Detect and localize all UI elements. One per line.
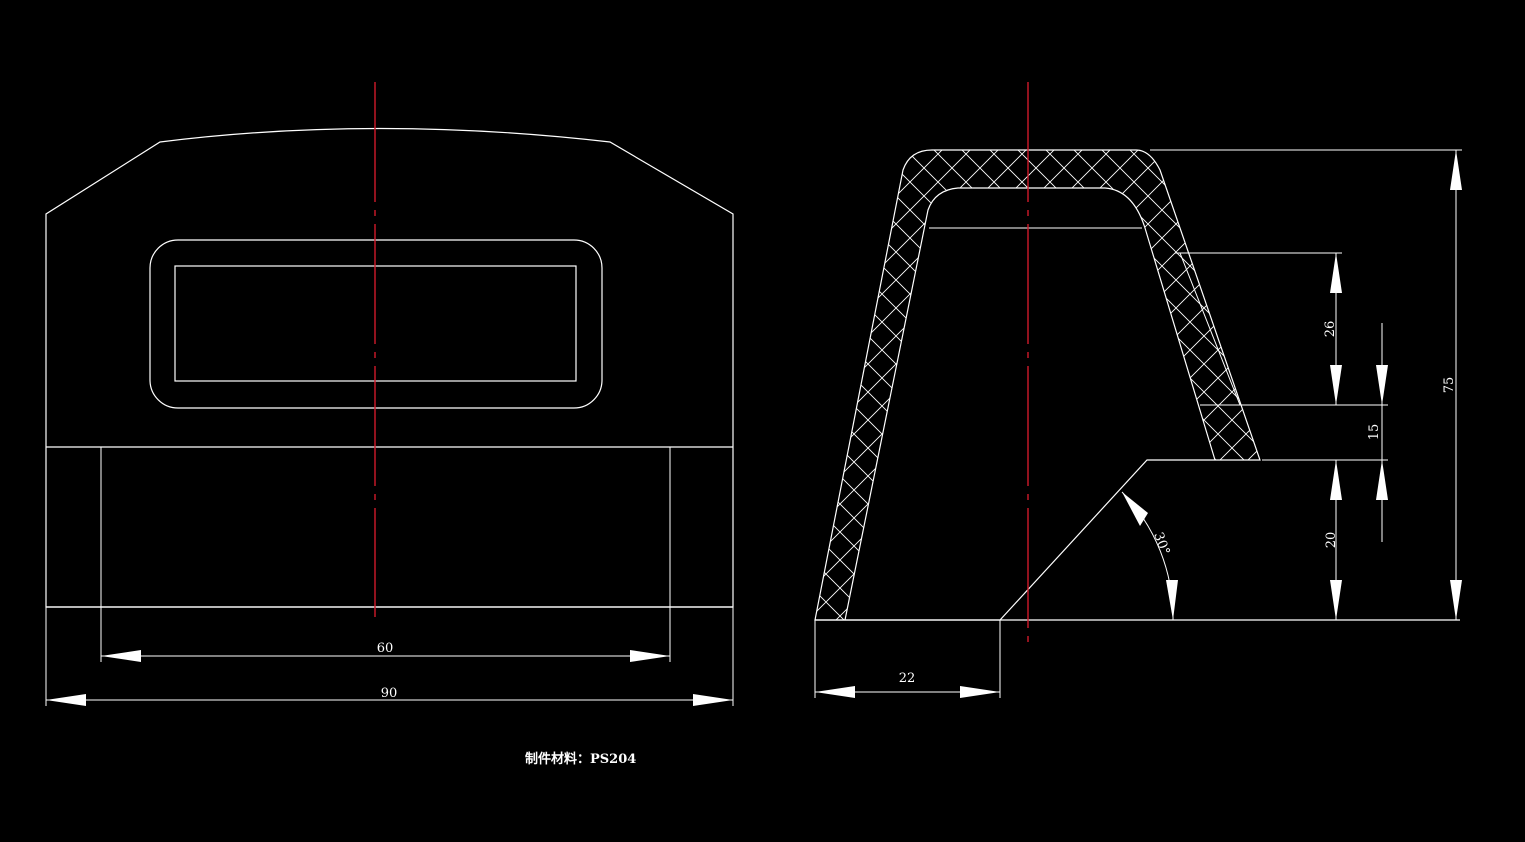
dimension-60-label: 60 — [377, 641, 394, 656]
dimension-75-label: 75 — [1442, 377, 1457, 394]
dimension-angle-30: 30° — [1121, 491, 1178, 621]
dimension-22-label: 22 — [899, 671, 916, 686]
dimension-22: 22 — [814, 620, 1001, 698]
front-window-outer — [149, 239, 603, 409]
dimension-angle-label: 30° — [1150, 530, 1172, 557]
front-view: 60 90 — [45, 82, 734, 706]
dimension-15-label: 15 — [1367, 424, 1382, 441]
dimension-26-label: 26 — [1323, 321, 1338, 338]
section-hatch — [815, 150, 1260, 620]
dimension-15: 15 — [1367, 323, 1388, 542]
dimension-20-label: 20 — [1324, 532, 1339, 549]
dimension-60: 60 — [100, 607, 671, 662]
side-outer-profile — [814, 149, 1261, 621]
dimension-26: 26 — [1323, 253, 1342, 405]
material-note: 制件材料：PS204 — [525, 751, 636, 767]
dimension-90-label: 90 — [381, 686, 398, 701]
dimension-90: 90 — [45, 607, 734, 706]
dimension-20: 20 — [1324, 460, 1342, 620]
side-slot-inner — [1179, 252, 1241, 406]
side-view: 22 26 15 20 — [814, 82, 1462, 698]
dimension-75: 75 — [1442, 150, 1462, 620]
side-inner-profile — [844, 187, 1216, 621]
front-outline — [45, 127, 734, 608]
